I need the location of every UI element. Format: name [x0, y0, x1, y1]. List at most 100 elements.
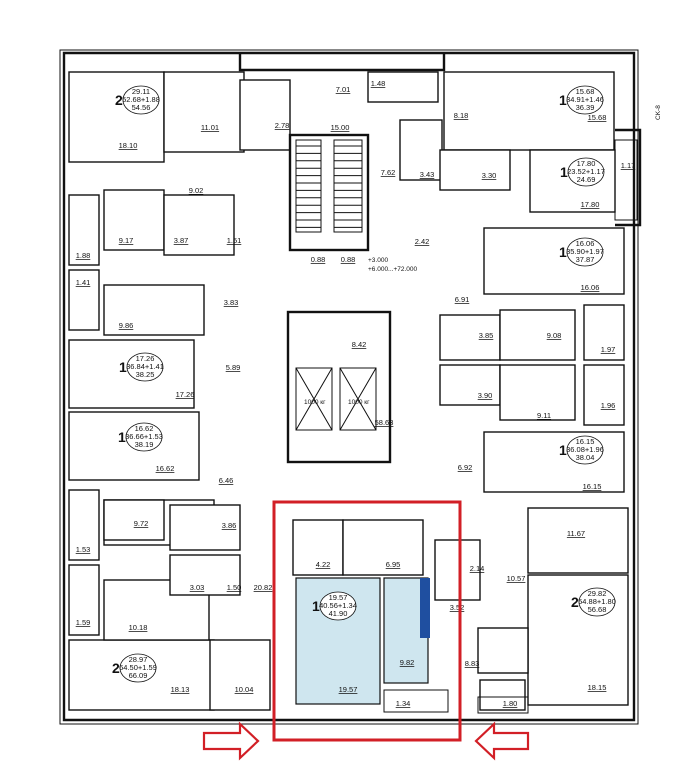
- elevator-load-label: 1000 кг: [348, 399, 370, 406]
- room-area-label: 7.01: [336, 85, 351, 94]
- main-room-area: 18.15: [588, 683, 607, 692]
- arrow-left-icon: [474, 721, 530, 761]
- room-area-label: 2.78: [275, 121, 290, 130]
- apartment-area-line: 17.80: [577, 159, 596, 168]
- balconies: [383, 139, 638, 714]
- room-count: 1: [559, 244, 567, 260]
- apartment-area-line: 54.88+1.80: [578, 597, 616, 606]
- apartment-area-line: 35.90+1.97: [566, 247, 604, 256]
- apartment-area-line: 36.08+1.96: [566, 445, 604, 454]
- room-count: 2: [571, 594, 579, 610]
- main-room-area: 16.62: [156, 464, 175, 473]
- room-count: 1: [559, 92, 567, 108]
- apartment-area-line: 38.25: [136, 370, 155, 379]
- room-area-label: 10.04: [235, 685, 254, 694]
- apartment-area-line: 28.97: [129, 655, 148, 664]
- room-area-label: 6.46: [219, 476, 234, 485]
- apartment-area-line: 64.50+1.59: [119, 663, 157, 672]
- stair-code-label: CK-8: [655, 105, 662, 120]
- main-room-area: 17.26: [176, 390, 195, 399]
- apartment-area-line: 29.11: [132, 87, 150, 96]
- room-area-label: 1.96: [601, 401, 616, 410]
- apartment-area-line: 41.90: [329, 609, 348, 618]
- main-room-area: 19.57: [339, 685, 358, 694]
- room-area-label: 9.72: [134, 519, 149, 528]
- apartment-area-line: 36.84+1.41: [126, 362, 164, 371]
- room-area-label: 9.86: [119, 321, 134, 330]
- apartment-area-line: 29.82: [588, 589, 607, 598]
- arrow-right-icon: [202, 721, 260, 761]
- room-area-label: 6.91: [455, 295, 470, 304]
- room-area-label: 3.52: [450, 603, 465, 612]
- apartment-label-oval: [122, 85, 160, 115]
- room-count: 2: [112, 660, 120, 676]
- building-outline: [59, 49, 642, 725]
- room-area-label: 3.87: [174, 236, 189, 245]
- room-area-label: 1.59: [76, 618, 91, 627]
- apartment-area-line: 36.39: [576, 103, 595, 112]
- room-count: 1: [119, 359, 127, 375]
- room-area-label: 1.48: [371, 79, 386, 88]
- room-area-label: 58.63: [375, 418, 394, 427]
- apartment-area-line: 40.56+1.34: [319, 601, 357, 610]
- room-area-label: 20.82: [254, 583, 273, 592]
- apartment-area-line: 56.68: [588, 605, 607, 614]
- room-area-label: 1.50: [227, 583, 242, 592]
- room-area-label: 8.18: [454, 111, 469, 120]
- room-area-label: 9.82: [400, 658, 415, 667]
- room-count: 1: [312, 598, 320, 614]
- apartment-area-line: 23.52+1.17: [567, 167, 605, 176]
- room-area-label: 1.53: [76, 545, 91, 554]
- elevator-core: 1000 кг 1000 кг: [286, 310, 392, 464]
- room-area-label: 7.62: [381, 168, 396, 177]
- room-area-label: 9.02: [189, 186, 204, 195]
- room-area-label: 1.88: [76, 251, 91, 260]
- room-area-label: 8.42: [352, 340, 367, 349]
- apartment-area-line: 16.62: [135, 424, 154, 433]
- room-area-label: 1.17: [621, 161, 636, 170]
- main-room-area: 15.68: [588, 113, 607, 122]
- apartment-label-oval: [119, 653, 157, 683]
- room-area-label: 10.57: [507, 574, 526, 583]
- main-room-area: 18.13: [171, 685, 190, 694]
- main-room-area: 16.06: [581, 283, 600, 292]
- apartment-label-oval: [566, 435, 604, 465]
- room-area-label: 0.88: [341, 255, 356, 264]
- apartment-area-line: 54.56: [132, 103, 151, 112]
- main-room-area: 17.80: [581, 200, 600, 209]
- main-room-area: 18.10: [119, 141, 138, 150]
- apartment-labels: 229.1152.68+1.8854.5618.10115.6834.91+1.…: [112, 85, 616, 694]
- apartment-area-line: 24.69: [577, 175, 596, 184]
- room-area-label: 3.43: [420, 170, 435, 179]
- room-area-label: 2.14: [470, 564, 485, 573]
- apartment-area-line: 17.26: [136, 354, 155, 363]
- room-area-label: 0.88: [311, 255, 326, 264]
- room-area-label: 3.83: [224, 298, 239, 307]
- apartment-area-line: 66.09: [129, 671, 148, 680]
- room-area-label: 10.18: [129, 623, 148, 632]
- main-room-area: 16.15: [583, 482, 602, 491]
- room-area-label: 3.90: [478, 391, 493, 400]
- room-count: 1: [559, 442, 567, 458]
- apartment-label-oval: [567, 157, 605, 187]
- highlight-frame: [272, 500, 462, 742]
- room-area-label: 9.08: [547, 331, 562, 340]
- room-area-label: 1.41: [76, 278, 91, 287]
- level-label: +3.000 +6.000...+72.000: [368, 257, 418, 273]
- apartment-area-line: 38.04: [576, 453, 595, 462]
- room-area-label: 3.86: [222, 521, 237, 530]
- room-area-label: 1.97: [601, 345, 616, 354]
- apartment-area-line: 37.87: [576, 255, 595, 264]
- room-area-label: 15.00: [331, 123, 350, 132]
- direction-arrows: [202, 721, 530, 761]
- apartment-area-line: 15.68: [576, 87, 595, 96]
- elevator-load-label: 1000 кг: [304, 399, 326, 406]
- room-area-label: 3.85: [479, 331, 494, 340]
